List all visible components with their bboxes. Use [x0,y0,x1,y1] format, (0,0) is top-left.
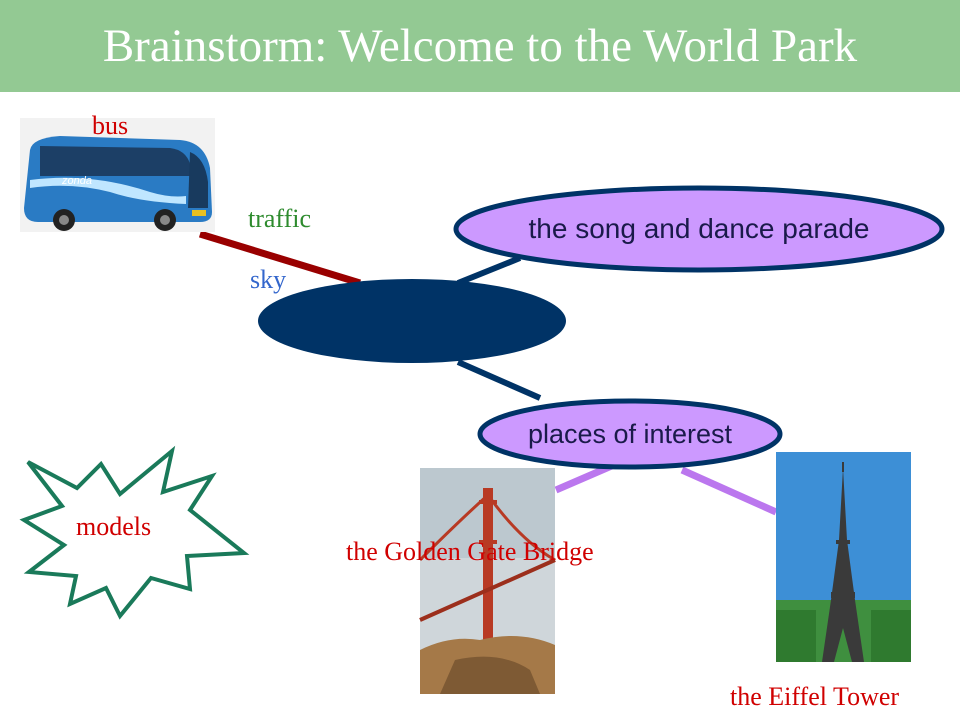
eiffel-tower-label: the Eiffel Tower [730,682,900,711]
title-bar [0,0,960,92]
eiffel-tower-photo [776,452,911,662]
connector-center-places [456,359,542,401]
traffic-label: traffic [248,204,312,233]
places-oval[interactable] [477,398,783,470]
connector-places-eiffel [680,466,778,516]
golden-gate-bridge-photo [418,468,556,694]
page-title: Brainstorm: Welcome to the World Park [102,20,858,72]
sky-label: sky [250,265,287,294]
places-label: places of interest [527,419,733,449]
models-label: models [76,512,152,541]
bus-label: bus [92,111,129,140]
parade-oval[interactable] [453,185,945,273]
parade-label: the song and dance parade [528,213,870,244]
connector-bus-center [198,230,362,287]
models-starburst[interactable] [19,445,250,620]
center-oval[interactable] [258,279,566,363]
bus-photo: zonda [20,118,215,232]
bus-brand-text: zonda [61,175,92,187]
golden-gate-label: the Golden Gate Bridge [346,537,594,566]
connector-center-parade [456,255,522,286]
